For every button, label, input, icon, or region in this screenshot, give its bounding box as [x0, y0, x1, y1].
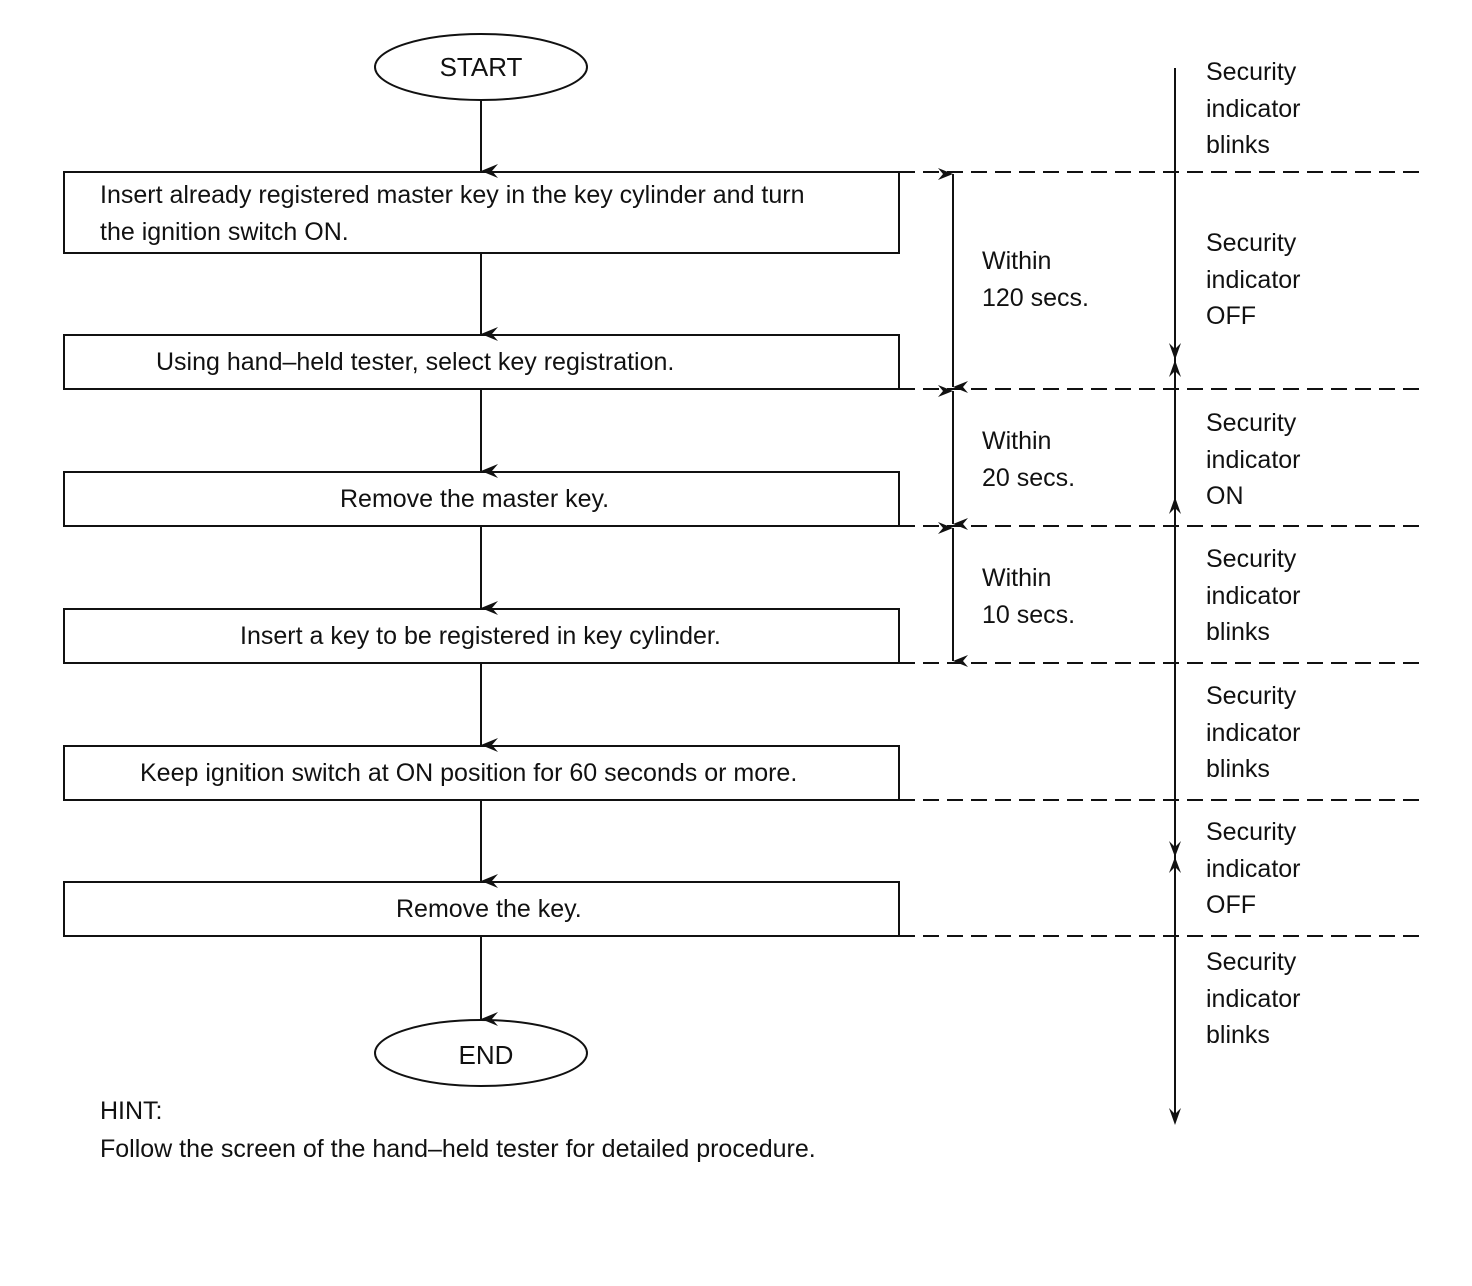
step-1-text: Insert already registered master key in …	[100, 177, 805, 251]
indicator-6-line-1: Security	[1206, 818, 1297, 846]
indicator-3-line-2: indicator	[1206, 445, 1301, 474]
step-4-text: Insert a key to be registered in key cyl…	[240, 622, 721, 650]
indicator-7-line-3: blinks	[1206, 1021, 1270, 1049]
indicator-1-line-2: indicator	[1206, 94, 1301, 123]
indicator-4-line-3: blinks	[1206, 618, 1270, 646]
timing-2-line-1: Within	[982, 427, 1052, 455]
indicator-5-line-3: blinks	[1206, 755, 1270, 783]
timing-label-2: Within 20 secs.	[982, 423, 1075, 497]
step-1-line-2: the ignition switch ON.	[100, 218, 349, 246]
timing-2-line-2: 20 secs.	[982, 464, 1076, 492]
hint-text: Follow the screen of the hand–held teste…	[100, 1135, 816, 1163]
timeline-arrowhead	[1169, 343, 1181, 360]
timeline-arrowhead	[1169, 1108, 1181, 1125]
indicator-1-line-3: blinks	[1206, 131, 1270, 159]
timeline-arrowhead	[1169, 857, 1181, 873]
indicator-state-7: Security indicator blinks	[1206, 944, 1301, 1054]
indicator-state-1: Security indicator blinks	[1206, 54, 1301, 164]
step-6-text: Remove the key.	[396, 895, 582, 923]
indicator-7-line-2: indicator	[1206, 984, 1301, 1013]
indicator-4-line-2: indicator	[1206, 581, 1301, 610]
indicator-2-line-2: indicator	[1206, 265, 1301, 294]
timing-3-line-1: Within	[982, 564, 1052, 592]
step-5-text: Keep ignition switch at ON position for …	[140, 759, 798, 787]
indicator-state-5: Security indicator blinks	[1206, 678, 1301, 788]
timeline-arrowhead	[1169, 841, 1181, 857]
indicator-6-line-2: indicator	[1206, 854, 1301, 883]
timeline-arrowhead	[1169, 497, 1181, 514]
indicator-2-line-1: Security	[1206, 229, 1297, 257]
step-2-text: Using hand–held tester, select key regis…	[156, 348, 675, 376]
indicator-2-line-3: OFF	[1206, 302, 1256, 330]
indicator-4-line-1: Security	[1206, 545, 1297, 573]
timing-1-line-2: 120 secs.	[982, 284, 1090, 312]
indicator-5-line-1: Security	[1206, 682, 1297, 710]
timing-label-1: Within 120 secs.	[982, 243, 1089, 317]
timing-1-line-1: Within	[982, 247, 1052, 275]
hint-title: HINT:	[100, 1097, 163, 1125]
indicator-3-line-3: ON	[1206, 482, 1244, 510]
timing-3-line-2: 10 secs.	[982, 601, 1076, 629]
timeline-arrowhead	[1169, 360, 1181, 377]
start-label: START	[439, 52, 523, 82]
indicator-6-line-3: OFF	[1206, 891, 1256, 919]
indicator-5-line-2: indicator	[1206, 718, 1301, 747]
indicator-1-line-1: Security	[1206, 58, 1297, 86]
indicator-state-3: Security indicator ON	[1206, 405, 1301, 515]
indicator-state-2: Security indicator OFF	[1206, 225, 1301, 335]
indicator-7-line-1: Security	[1206, 948, 1297, 976]
step-3-text: Remove the master key.	[340, 485, 610, 513]
timing-label-3: Within 10 secs.	[982, 560, 1075, 634]
indicator-state-6: Security indicator OFF	[1206, 814, 1301, 924]
end-label: END	[458, 1040, 514, 1070]
indicator-3-line-1: Security	[1206, 409, 1297, 437]
step-1-line-1: Insert already registered master key in …	[100, 181, 805, 209]
indicator-state-4: Security indicator blinks	[1206, 541, 1301, 651]
